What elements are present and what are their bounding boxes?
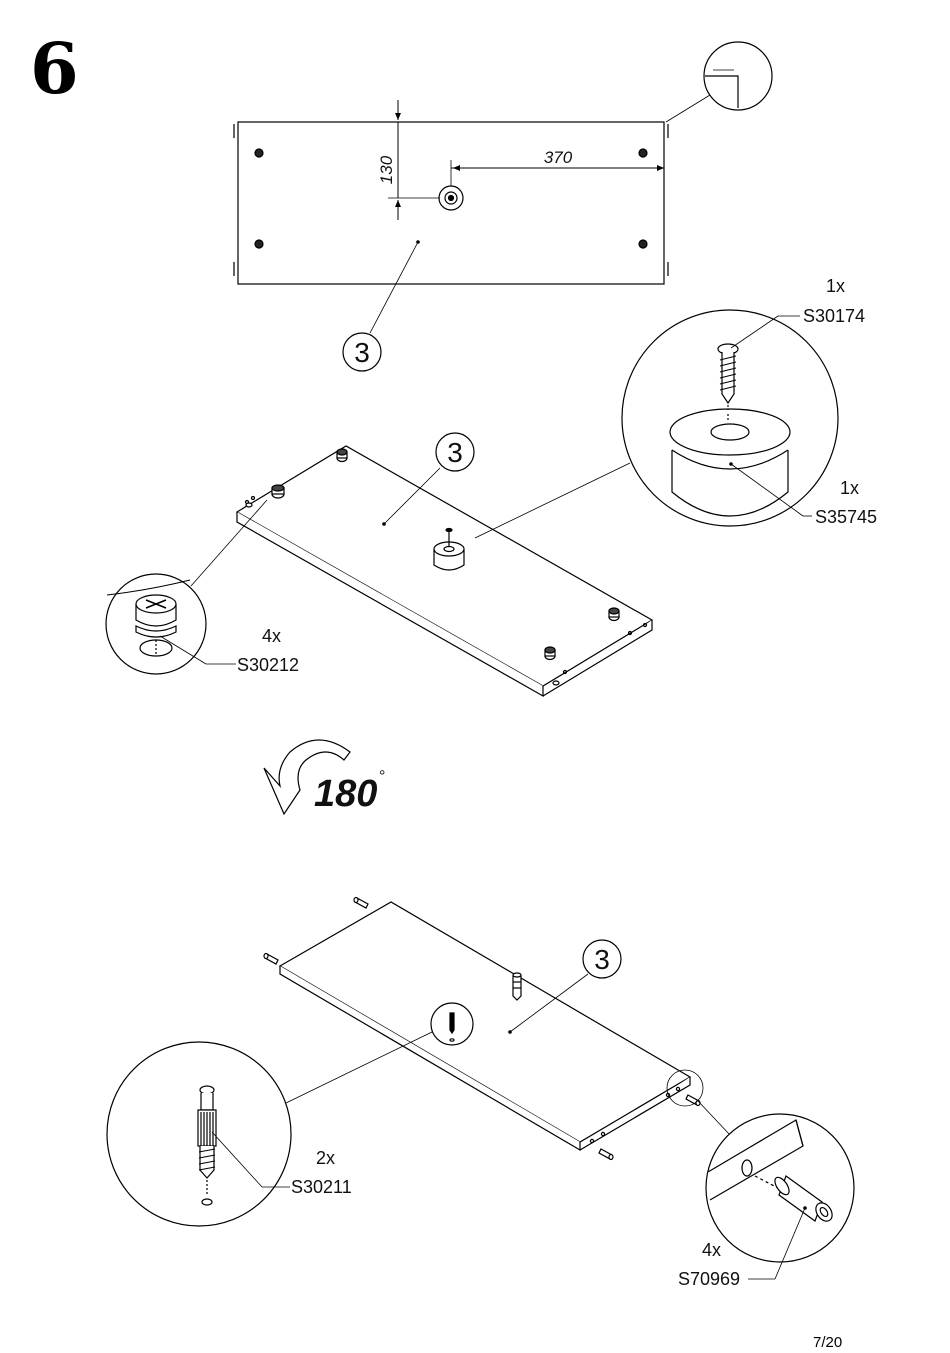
wooden-dowel-icon — [353, 896, 369, 909]
part-number-top: 3 — [354, 337, 370, 368]
degree-symbol: ° — [379, 768, 385, 785]
top-view-panel — [233, 41, 773, 372]
cam-qty: 4x — [262, 626, 281, 646]
part-number-bottom: 3 — [594, 944, 610, 975]
bottom-view-panel — [106, 896, 855, 1280]
foot-icon — [669, 408, 791, 517]
wooden-dowel-icon — [263, 952, 279, 965]
bolt-code: S30211 — [291, 1177, 352, 1197]
part-bubble — [582, 939, 622, 979]
dowel-code: S70969 — [678, 1269, 740, 1289]
rotate-arrow-icon — [263, 739, 351, 816]
rotation-angle: 180 — [314, 773, 377, 815]
cam-code: S30212 — [237, 655, 299, 675]
dimension-vertical: 130 — [377, 155, 396, 184]
cam-bolt-icon — [449, 1012, 455, 1042]
foot-icon — [433, 527, 465, 571]
page-number: 7/20 — [813, 1334, 843, 1351]
dimension-horizontal: 370 — [544, 148, 573, 167]
foot-position-icon — [438, 185, 464, 211]
part-bubble — [342, 332, 382, 372]
cam-lock-icon — [544, 646, 556, 661]
part-bubble — [435, 432, 475, 472]
step-number: 6 — [30, 27, 79, 110]
screw-qty: 1x — [826, 276, 845, 296]
part-number-middle: 3 — [447, 437, 463, 468]
bolt-qty: 2x — [316, 1148, 335, 1168]
wooden-dowel-icon — [774, 1175, 833, 1222]
foot-code: S35745 — [815, 507, 877, 527]
cam-lock-icon — [336, 448, 348, 463]
cam-bolt-icon — [512, 972, 522, 1001]
wooden-dowel-icon — [598, 1148, 614, 1161]
cam-hole-icon — [254, 148, 648, 249]
middle-view-panel — [105, 309, 839, 698]
cam-lock-icon — [608, 607, 620, 622]
cam-lock-icon — [135, 594, 177, 657]
foot-qty: 1x — [840, 478, 859, 498]
cam-lock-icon — [271, 484, 285, 499]
screw-code: S30174 — [803, 306, 865, 326]
dowel-qty: 4x — [702, 1240, 721, 1260]
cam-bolt-icon — [197, 1085, 217, 1206]
